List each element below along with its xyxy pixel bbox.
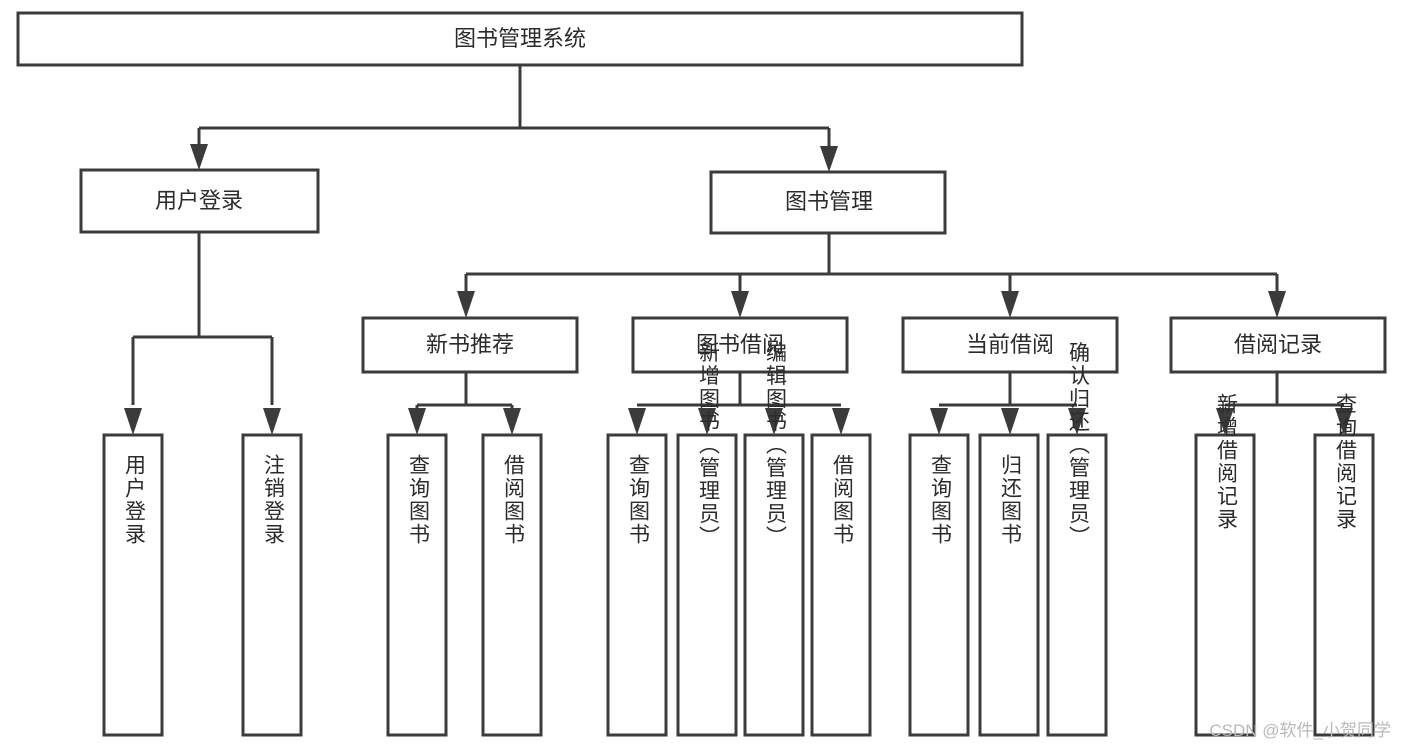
- node-current-borrow-box[interactable]: [901, 316, 1119, 374]
- arrow-leaf-add-record: [1216, 408, 1234, 435]
- node-leaf-borrow-book-2[interactable]: 借阅图书: [810, 433, 872, 737]
- arrow-user-login: [190, 144, 208, 170]
- connector-layer: [124, 65, 1353, 435]
- node-leaf-query-book-1-label: 查询图书: [407, 454, 431, 546]
- arrow-leaf-borrow-book-2: [832, 408, 850, 435]
- node-book-manage-box[interactable]: [709, 170, 947, 235]
- node-leaf-edit-book-label: 编辑图书（管理员）: [764, 342, 788, 549]
- node-leaf-return-book-label: 归还图书: [999, 454, 1023, 546]
- node-leaf-confirm-return-box[interactable]: [1046, 433, 1108, 737]
- node-leaf-borrow-book-1-box[interactable]: [481, 433, 543, 737]
- node-new-book-recommend-box[interactable]: [361, 316, 579, 374]
- node-leaf-add-book-label: 新增图书（管理员）: [697, 342, 721, 549]
- node-leaf-borrow-book-1[interactable]: 借阅图书: [481, 433, 543, 737]
- node-leaf-edit-book[interactable]: 编辑图书（管理员）: [743, 342, 805, 737]
- arrow-leaf-query-book-1: [408, 408, 426, 435]
- arrow-leaf-query-book-2: [628, 408, 646, 435]
- arrow-leaf-return-book: [1001, 408, 1019, 435]
- node-leaf-query-book-2[interactable]: 查询图书: [606, 433, 668, 737]
- arrow-leaf-query-record: [1335, 408, 1353, 435]
- arrow-leaf-borrow-book-1: [503, 408, 521, 435]
- node-current-borrow-label: 当前借阅: [966, 332, 1054, 357]
- arrow-current-borrow: [1001, 291, 1019, 318]
- node-new-book-recommend-label: 新书推荐: [426, 332, 514, 357]
- node-leaf-add-book[interactable]: 新增图书（管理员）: [676, 342, 738, 737]
- node-leaf-user-login-box[interactable]: [102, 433, 164, 737]
- node-leaf-add-record[interactable]: 新增借阅记录: [1194, 393, 1256, 737]
- node-new-book-recommend[interactable]: 新书推荐: [361, 316, 579, 374]
- node-root-label: 图书管理系统: [454, 26, 586, 51]
- arrow-leaf-add-book: [698, 408, 716, 435]
- node-leaf-user-login-label: 用户登录: [123, 454, 147, 546]
- arrow-book-manage: [820, 146, 838, 172]
- node-leaf-add-book-box[interactable]: [676, 433, 738, 737]
- node-borrow-record-box[interactable]: [1169, 316, 1387, 374]
- node-user-login-label: 用户登录: [155, 188, 243, 213]
- node-leaf-user-login[interactable]: 用户登录: [102, 433, 164, 737]
- node-leaf-query-record-box[interactable]: [1313, 433, 1375, 737]
- node-leaf-add-record-label: 新增借阅记录: [1215, 393, 1239, 531]
- arrow-new-book-recommend: [457, 291, 475, 318]
- node-leaf-logout-label: 注销登录: [262, 454, 286, 546]
- node-leaf-logout[interactable]: 注销登录: [241, 433, 303, 737]
- node-leaf-query-book-3[interactable]: 查询图书: [908, 433, 970, 737]
- arrow-leaf-logout: [263, 408, 281, 435]
- node-book-manage-label: 图书管理: [785, 189, 873, 214]
- node-current-borrow[interactable]: 当前借阅: [901, 316, 1119, 374]
- arrow-leaf-edit-book: [765, 408, 783, 435]
- node-leaf-add-record-box[interactable]: [1194, 433, 1256, 737]
- node-leaf-query-record[interactable]: 查询借阅记录: [1313, 393, 1375, 737]
- node-leaf-query-book-3-box[interactable]: [908, 433, 970, 737]
- node-leaf-query-book-1[interactable]: 查询图书: [386, 433, 448, 737]
- arrow-book-borrow: [731, 291, 749, 318]
- node-leaf-query-book-2-label: 查询图书: [627, 454, 651, 546]
- node-user-login-box[interactable]: [79, 168, 320, 234]
- node-leaf-borrow-book-2-box[interactable]: [810, 433, 872, 737]
- node-book-borrow[interactable]: 图书借阅: [631, 316, 849, 374]
- arrow-leaf-confirm-return: [1068, 408, 1086, 435]
- node-borrow-record-label: 借阅记录: [1234, 332, 1322, 357]
- node-leaf-query-book-2-box[interactable]: [606, 433, 668, 737]
- node-leaf-query-book-1-box[interactable]: [386, 433, 448, 737]
- node-leaf-confirm-return[interactable]: 确认归还（管理员）: [1046, 342, 1108, 737]
- node-leaf-edit-book-box[interactable]: [743, 433, 805, 737]
- node-leaf-borrow-book-1-label: 借阅图书: [502, 454, 526, 546]
- arrow-leaf-query-book-3: [930, 408, 948, 435]
- node-borrow-record[interactable]: 借阅记录: [1169, 316, 1387, 374]
- node-leaf-confirm-return-label: 确认归还（管理员）: [1067, 342, 1091, 549]
- node-leaf-borrow-book-2-label: 借阅图书: [831, 454, 855, 546]
- node-book-borrow-box[interactable]: [631, 316, 849, 374]
- arrow-borrow-record: [1268, 291, 1286, 318]
- node-leaf-return-book-box[interactable]: [978, 433, 1040, 737]
- node-user-login[interactable]: 用户登录: [79, 168, 320, 234]
- node-book-borrow-label: 图书借阅: [696, 332, 784, 357]
- node-book-manage[interactable]: 图书管理: [709, 170, 947, 235]
- node-root-box[interactable]: [16, 11, 1024, 67]
- node-root[interactable]: 图书管理系统: [16, 11, 1024, 67]
- node-leaf-return-book[interactable]: 归还图书: [978, 433, 1040, 737]
- node-leaf-query-record-label: 查询借阅记录: [1334, 393, 1358, 531]
- node-leaf-query-book-3-label: 查询图书: [929, 454, 953, 546]
- arrow-leaf-user-login: [124, 408, 142, 435]
- node-leaf-logout-box[interactable]: [241, 433, 303, 737]
